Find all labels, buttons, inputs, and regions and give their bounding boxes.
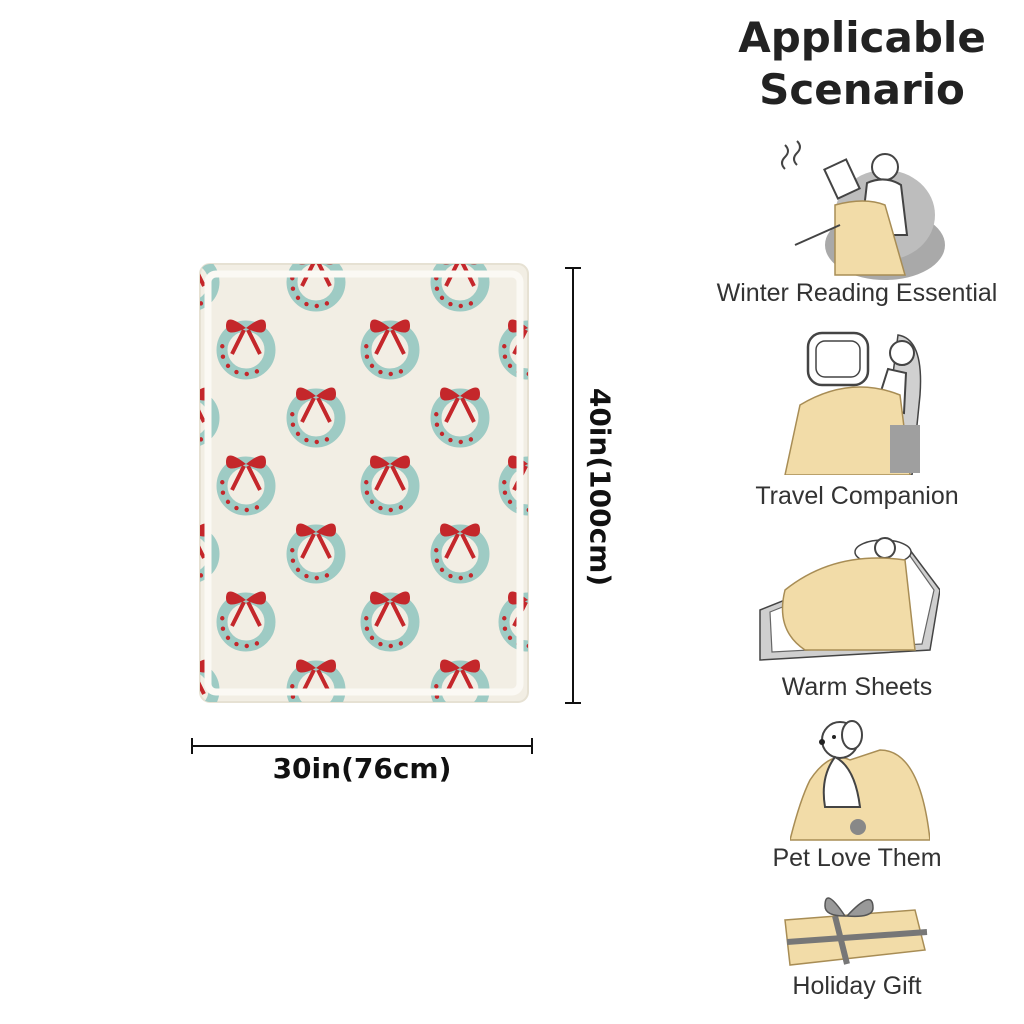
wreath-motif: [216, 319, 276, 380]
wreath-motif: [286, 387, 346, 448]
reading-person-icon: [781, 140, 945, 280]
airplane-seat-person-icon: [784, 331, 922, 475]
title-line-1: Applicable: [738, 13, 986, 62]
title-line-2: Scenario: [759, 65, 965, 114]
page-title: Applicable Scenario: [700, 12, 1024, 116]
wreath-motif: [216, 591, 276, 652]
wreath-motif: [360, 591, 420, 652]
scenario-label: Travel Companion: [755, 482, 959, 510]
width-dimension-label: 30in(76cm): [272, 752, 452, 785]
wreath-motif: [360, 455, 420, 516]
scenario-label: Pet Love Them: [772, 844, 942, 872]
wreath-motif: [216, 455, 276, 516]
dog-with-blanket-icon: [790, 720, 930, 841]
wreath-motif: [430, 387, 490, 448]
scenario-label: Winter Reading Essential: [716, 279, 998, 307]
blanket-image: [199, 263, 529, 703]
bed-sleeping-person-icon: [759, 537, 940, 661]
wreath-motif: [430, 523, 490, 584]
scenario-label: Warm Sheets: [781, 673, 933, 701]
height-dimension-label: 40in(100cm): [583, 387, 617, 587]
gift-box-icon: [784, 897, 928, 966]
wreath-motif: [430, 264, 490, 312]
scenario-label: Holiday Gift: [792, 972, 922, 1000]
wreath-motif: [360, 319, 420, 380]
wreath-motif: [200, 264, 220, 312]
wreath-motif: [286, 523, 346, 584]
